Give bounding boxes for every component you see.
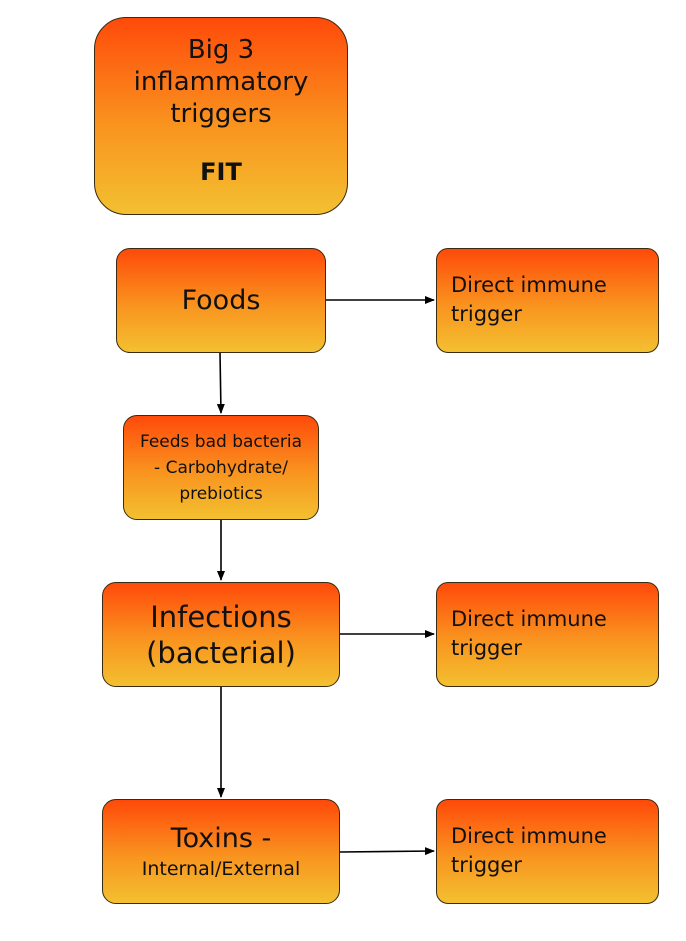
title-line-1: Big 3 — [187, 35, 255, 65]
foods-node: Foods — [116, 248, 326, 353]
arrow-toxins-to-trigger — [339, 847, 435, 856]
infections-node: Infections (bacterial) — [102, 582, 340, 687]
toxins-trigger-node: Direct immune trigger — [436, 799, 659, 904]
title-box: Big 3 inflammatory triggers FIT — [94, 17, 348, 215]
feeds-label: Feeds bad bacteria - Carbohydrate/ prebi… — [139, 431, 303, 504]
foods-trigger-label: Direct immune trigger — [451, 273, 607, 326]
foods-trigger-node: Direct immune trigger — [436, 248, 659, 353]
toxins-line-1: Toxins - — [170, 822, 272, 854]
infections-line-2: (bacterial) — [146, 635, 296, 670]
title-line-2: inflammatory — [133, 67, 309, 97]
toxins-node: Toxins - Internal/External — [102, 799, 340, 904]
toxins-line-2: Internal/External — [141, 857, 301, 880]
infections-trigger-node: Direct immune trigger — [436, 582, 659, 687]
arrow-foods-to-feeds — [216, 352, 225, 414]
toxins-trigger-label: Direct immune trigger — [451, 824, 607, 877]
title-line-3: triggers — [170, 99, 272, 129]
title-tag: FIT — [200, 158, 242, 186]
infections-trigger-label: Direct immune trigger — [451, 607, 607, 660]
foods-label: Foods — [181, 284, 261, 316]
feeds-node: Feeds bad bacteria - Carbohydrate/ prebi… — [123, 415, 319, 520]
infections-line-1: Infections — [150, 599, 292, 634]
